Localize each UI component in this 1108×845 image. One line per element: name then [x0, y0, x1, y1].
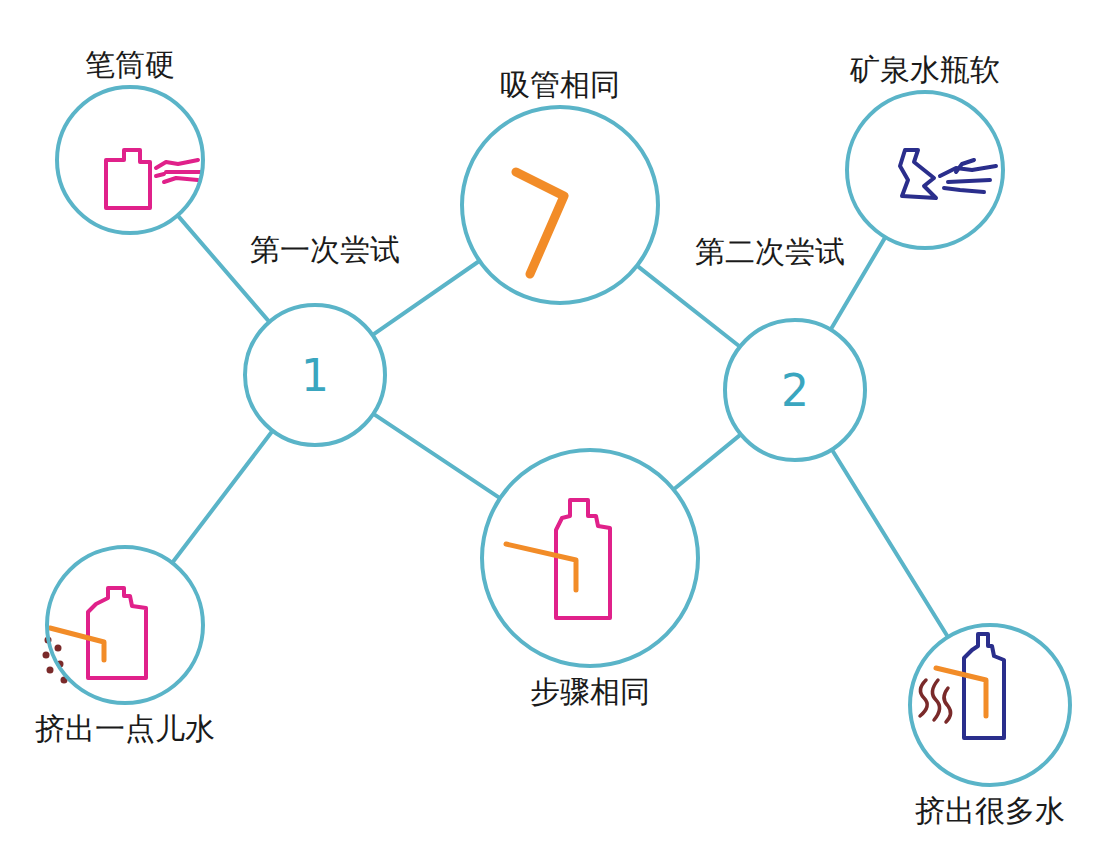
- connector-line: [833, 451, 947, 635]
- circle-heading: 笔筒硬: [85, 47, 175, 83]
- step-number: 2: [781, 365, 809, 416]
- topic-circle: 吸管相同: [460, 105, 660, 305]
- connector-line: [639, 267, 739, 346]
- attempt-label: 第二次尝试: [692, 234, 848, 270]
- attempt-label: 第一次尝试: [247, 232, 403, 268]
- straw-icon: [516, 172, 564, 274]
- step-circle: 2: [723, 318, 867, 462]
- step-number: 1: [301, 350, 329, 401]
- topic-circle: 矿泉水瓶软: [845, 90, 1005, 250]
- connector-line: [375, 415, 498, 497]
- circle-heading: 矿泉水瓶软: [850, 52, 1000, 88]
- circle-heading: 步骤相同: [530, 674, 650, 710]
- topic-circle: 笔筒硬: [55, 85, 205, 235]
- step-circle: 1: [243, 303, 387, 447]
- pen-holder-icon: [106, 150, 200, 208]
- little-water-icon: [43, 588, 147, 684]
- connector-line: [173, 432, 271, 561]
- much-water-icon: [920, 634, 1004, 738]
- topic-circle: 挤出一点儿水: [45, 545, 205, 705]
- steps-icon: [506, 500, 610, 618]
- circle-heading: 吸管相同: [500, 67, 620, 103]
- connector-line: [675, 436, 739, 489]
- topic-circle: 挤出很多水: [908, 623, 1072, 787]
- soft-bottle-icon: [900, 150, 996, 198]
- connector-line: [374, 262, 478, 334]
- circle-heading: 挤出一点儿水: [35, 711, 215, 747]
- topic-circle: 步骤相同: [480, 448, 700, 668]
- circle-heading: 挤出很多水: [915, 793, 1065, 829]
